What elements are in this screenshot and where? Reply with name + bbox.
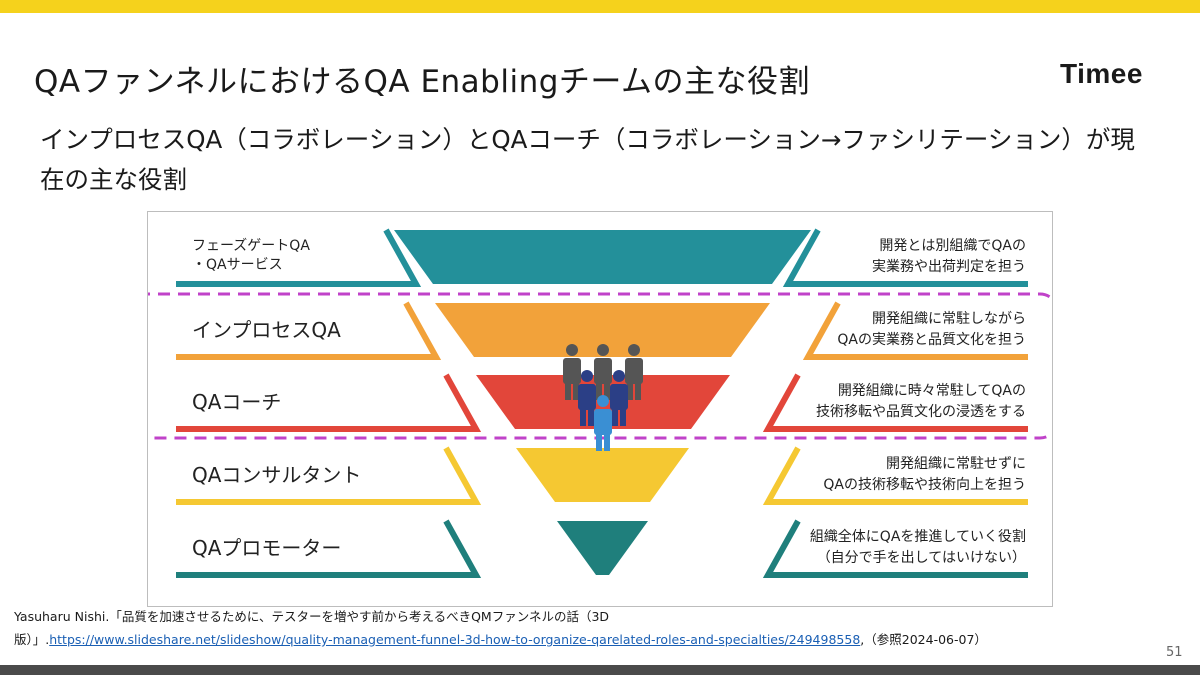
person-back-3-body: [625, 358, 643, 384]
person-back-3: [625, 344, 643, 400]
left-band-3: [176, 373, 482, 432]
person-middle-1-body: [578, 384, 596, 410]
row-label-1-line-1: フェーズゲートQA: [192, 238, 310, 254]
person-middle-1-head: [581, 370, 593, 382]
citation-prefix: 版）」.: [14, 632, 50, 647]
citation-suffix: ,（参照2024-06-07）: [860, 632, 987, 647]
right-band-3: [762, 373, 1028, 432]
person-back-1-leg-right: [573, 382, 579, 400]
person-back-3-leg-right: [635, 382, 641, 400]
qa-funnel-diagram: フェーズゲートQA ・QAサービス 開発とは別組織でQAの実業務や出荷判定を担うイン…: [147, 211, 1053, 607]
person-middle-2-body: [610, 384, 628, 410]
row-label-1-line-2: ・QAサービス: [192, 257, 283, 273]
person-middle-2: [610, 370, 628, 426]
right-band-1: [782, 228, 1028, 287]
person-back-2-leg-left: [596, 382, 602, 400]
row-label-5: QAプロモーター: [192, 536, 341, 560]
person-front: [594, 395, 612, 451]
timee-logo: Timee: [1060, 58, 1143, 89]
left-band-2: [176, 301, 442, 360]
person-back-3-head: [628, 344, 640, 356]
citation-footnote: Yasuharu Nishi.「品質を加速させるために、テスターを増やす前から考…: [14, 605, 1174, 651]
left-band-1: [176, 228, 422, 287]
person-middle-2-leg-right: [620, 408, 626, 426]
slide-title: QAファンネルにおけるQA Enablingチームの主な役割: [34, 64, 810, 100]
funnel-segment-1: [394, 230, 811, 284]
right-band-5: [762, 519, 1028, 578]
person-back-1-head: [566, 344, 578, 356]
person-back-2: [594, 344, 612, 400]
person-middle-2-head: [613, 370, 625, 382]
row-description-5-line-1: 組織全体にQAを推進していく役割: [810, 528, 1026, 545]
row-description-3-line-2: 技術移転や品質文化の浸透をする: [816, 404, 1026, 420]
citation-line-2: 版）」.https://www.slideshare.net/slideshow…: [14, 628, 1174, 651]
row-label-2: インプロセスQA: [192, 318, 341, 342]
person-back-3-leg-left: [627, 382, 633, 400]
row-description-4-line-1: 開発組織に常駐せずに: [886, 456, 1026, 472]
person-back-1-leg-left: [565, 382, 571, 400]
citation-line-1: Yasuharu Nishi.「品質を加速させるために、テスターを増やす前から考…: [14, 609, 610, 624]
highlight-dashed-frame: [148, 292, 1052, 440]
funnel-segment-2: [435, 303, 770, 357]
person-middle-2-leg-left: [612, 408, 618, 426]
row-label-4: QAコンサルタント: [192, 463, 361, 487]
bottom-bar: [0, 665, 1200, 675]
row-description-3-line-1: 開発組織に時々常駐してQAの: [838, 383, 1026, 399]
funnel-segment-5: [557, 521, 648, 575]
person-front-body: [594, 409, 612, 435]
funnel-segment-4: [516, 448, 689, 502]
person-back-2-leg-right: [604, 382, 610, 400]
person-back-2-body: [594, 358, 612, 384]
person-middle-1: [578, 370, 596, 426]
top-accent-bar: [0, 0, 1200, 13]
person-front-leg-left: [596, 433, 602, 451]
person-middle-1-leg-right: [588, 408, 594, 426]
person-back-1: [563, 344, 581, 400]
person-back-1-body: [563, 358, 581, 384]
row-label-3: QAコーチ: [192, 390, 281, 414]
row-description-2-line-2: QAの実業務と品質文化を担う: [837, 332, 1026, 348]
funnel-svg: フェーズゲートQA ・QAサービス 開発とは別組織でQAの実業務や出荷判定を担うイン…: [148, 228, 1052, 578]
row-description-2-line-1: 開発組織に常駐しながら: [872, 311, 1026, 327]
person-front-head: [597, 395, 609, 407]
person-front-leg-right: [604, 433, 610, 451]
citation-link[interactable]: https://www.slideshare.net/slideshow/qua…: [49, 632, 861, 647]
person-back-2-head: [597, 344, 609, 356]
row-description-1-line-1: 開発とは別組織でQAの: [879, 238, 1026, 254]
person-middle-1-leg-left: [580, 408, 586, 426]
row-description-4-line-2: QAの技術移転や技術向上を担う: [823, 477, 1026, 493]
left-band-4: [176, 446, 482, 505]
row-description-1-line-2: 実業務や出荷判定を担う: [872, 259, 1026, 275]
right-band-4: [762, 446, 1028, 505]
page-number: 51: [1166, 645, 1183, 660]
slide-subtitle: インプロセスQA（コラボレーション）とQAコーチ（コラボレーション→ファシリテー…: [40, 125, 1135, 194]
left-band-5: [176, 519, 482, 578]
right-band-2: [802, 301, 1028, 360]
row-description-5-line-2: （自分で手を出してはいけない）: [817, 550, 1026, 566]
